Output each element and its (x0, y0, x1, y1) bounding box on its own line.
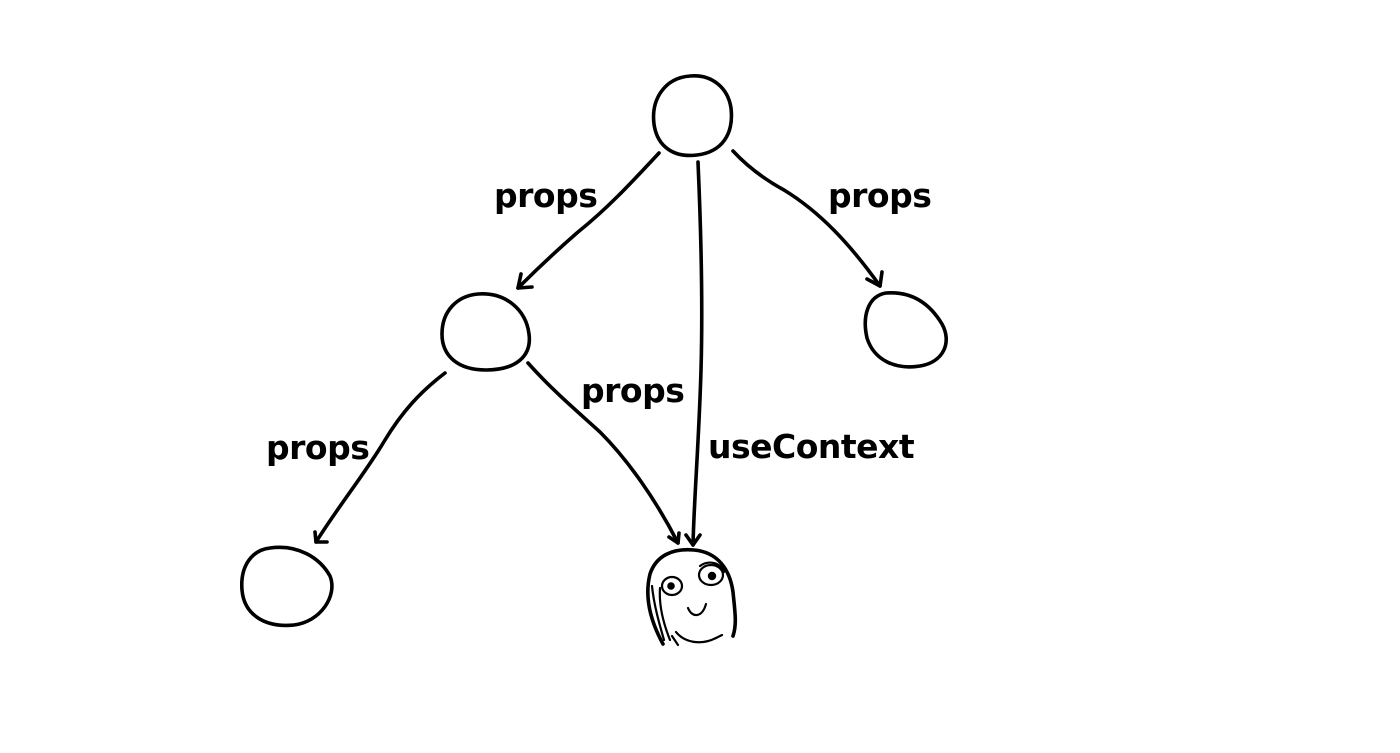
face-smile (686, 602, 708, 617)
edge-label-root-to-face: useContext (708, 427, 915, 466)
right-eye-brow (698, 561, 726, 574)
left-pupil (667, 582, 675, 590)
edge-label-root-to-left: props (494, 176, 597, 215)
arrowhead (865, 270, 884, 288)
face-neck-left (670, 634, 680, 647)
smiley-face-node (646, 547, 738, 647)
edge-label-left-to-leaf-left: props (266, 428, 369, 467)
edge-label-root-to-right: props (828, 176, 931, 215)
face-outline (646, 547, 738, 646)
edge-root-to-right (731, 149, 884, 288)
bottom-left-leaf-node (240, 545, 334, 628)
edge-root-to-face (684, 160, 704, 547)
left-child-node (440, 292, 532, 372)
edge-left-to-leaf-left (313, 371, 447, 544)
edge-root-to-left (516, 151, 661, 290)
left-eye (660, 575, 684, 597)
face-hair-line (658, 586, 672, 642)
arrowhead (313, 530, 329, 544)
face-hair-line (650, 584, 666, 642)
arrowhead (667, 531, 681, 545)
right-pupil (707, 571, 717, 581)
edge-left-to-face (526, 361, 681, 545)
arrowhead (684, 533, 702, 547)
arrowhead (516, 272, 534, 290)
face-chin (674, 630, 718, 644)
edge-label-left-to-face: props (581, 371, 684, 410)
right-eye (697, 563, 725, 587)
right-child-node (863, 291, 948, 369)
face-neck-right (714, 633, 724, 640)
root-node (651, 74, 734, 158)
